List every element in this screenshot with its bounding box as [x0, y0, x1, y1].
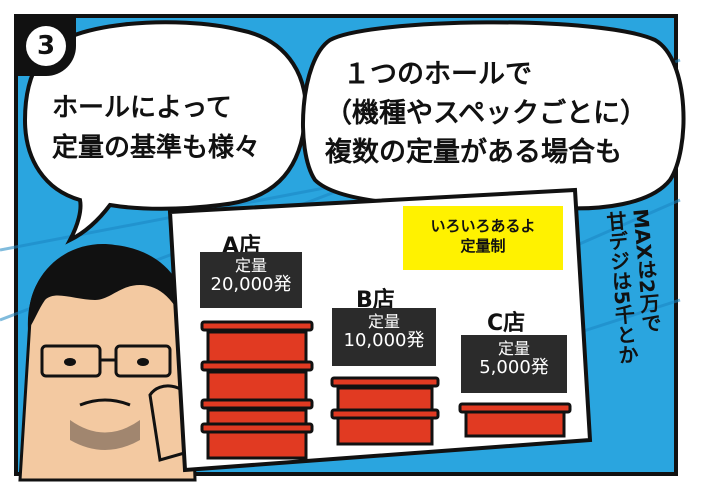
speech-left-line-2: 定量の基準も様々 — [52, 133, 261, 163]
store-a-sign-line-1: 定量 — [234, 256, 267, 275]
store-b-sign: 定量 10,000発 — [332, 308, 436, 366]
store-c-sign: 定量 5,000発 — [461, 335, 567, 393]
speech-left-text: ホールによって 定量の基準も様々 — [52, 88, 260, 168]
store-a-boxes — [200, 320, 314, 460]
speech-right-text: １つのホールで （機種やスペックごとに） 複数の定量がある場合も — [325, 55, 647, 172]
yellow-note-line-1: いろいろあるよ — [430, 217, 536, 235]
store-c-label: C店 — [487, 311, 526, 336]
panel-number: 3 — [26, 26, 66, 66]
store-b-boxes — [330, 376, 440, 446]
speech-right-line-2: （機種やスペックごとに） — [325, 98, 648, 129]
store-c-sign-line-1: 定量 — [497, 339, 530, 358]
speech-bubble-left — [22, 20, 308, 245]
speech-right-line-1: １つのホールで — [343, 59, 532, 90]
store-a-sign: 定量 20,000発 — [200, 252, 302, 308]
speech-right-line-3: 複数の定量がある場合も — [325, 137, 622, 168]
yellow-note-line-2: 定量制 — [460, 237, 506, 255]
store-c-boxes — [458, 402, 572, 438]
store-b-sign-line-1: 定量 — [367, 312, 400, 331]
yellow-note: いろいろあるよ 定量制 — [403, 206, 563, 270]
store-b-sign-line-2: 10,000発 — [343, 330, 425, 351]
speech-left-line-1: ホールによって — [52, 93, 232, 123]
store-c-sign-line-2: 5,000発 — [479, 357, 549, 378]
man-character — [18, 244, 197, 482]
store-a-sign-line-2: 20,000発 — [210, 274, 292, 295]
